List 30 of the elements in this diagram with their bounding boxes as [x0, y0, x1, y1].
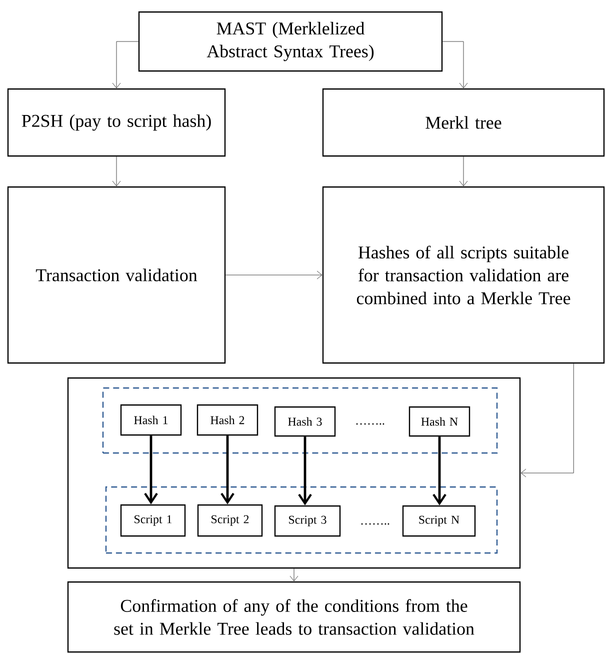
process-box: Confirmation of any of the conditions from the set in Merkle Tree leads to transaction validation	[67, 581, 521, 653]
dashed-group-box	[105, 486, 498, 554]
arrow	[432, 436, 446, 506]
hash-box: Hash 1	[120, 404, 182, 436]
script-box: Script N	[402, 505, 476, 537]
arrow	[220, 436, 234, 504]
process-box: Hashes of all scripts suitable for transaction validation are combined into a Merkle Tree	[322, 186, 605, 364]
arrow	[459, 156, 468, 186]
arrow	[298, 436, 312, 506]
ellipsis-label: ……..	[361, 523, 390, 525]
arrow	[520, 363, 574, 478]
hash-box: Hash 2	[196, 404, 258, 436]
ellipsis-label: ……..	[356, 423, 384, 425]
arrow	[112, 156, 121, 186]
arrow	[112, 41, 139, 88]
process-box: MAST (Merklelized Abstract Syntax Trees)	[138, 11, 443, 72]
arrow	[225, 270, 322, 280]
arrow	[442, 41, 468, 88]
process-box: Transaction validation	[7, 186, 226, 364]
script-box: Script 1	[120, 504, 186, 537]
container-box	[67, 377, 521, 569]
hash-box: Hash 3	[274, 406, 336, 437]
script-box: Script 3	[274, 505, 341, 537]
dashed-group-box	[102, 387, 498, 454]
process-box: P2SH (pay to script hash)	[7, 88, 226, 157]
arrow	[144, 436, 158, 504]
script-box: Script 2	[197, 504, 263, 537]
arrow	[290, 568, 298, 582]
process-box: Merkl tree	[322, 88, 605, 157]
hash-box: Hash N	[408, 406, 470, 437]
